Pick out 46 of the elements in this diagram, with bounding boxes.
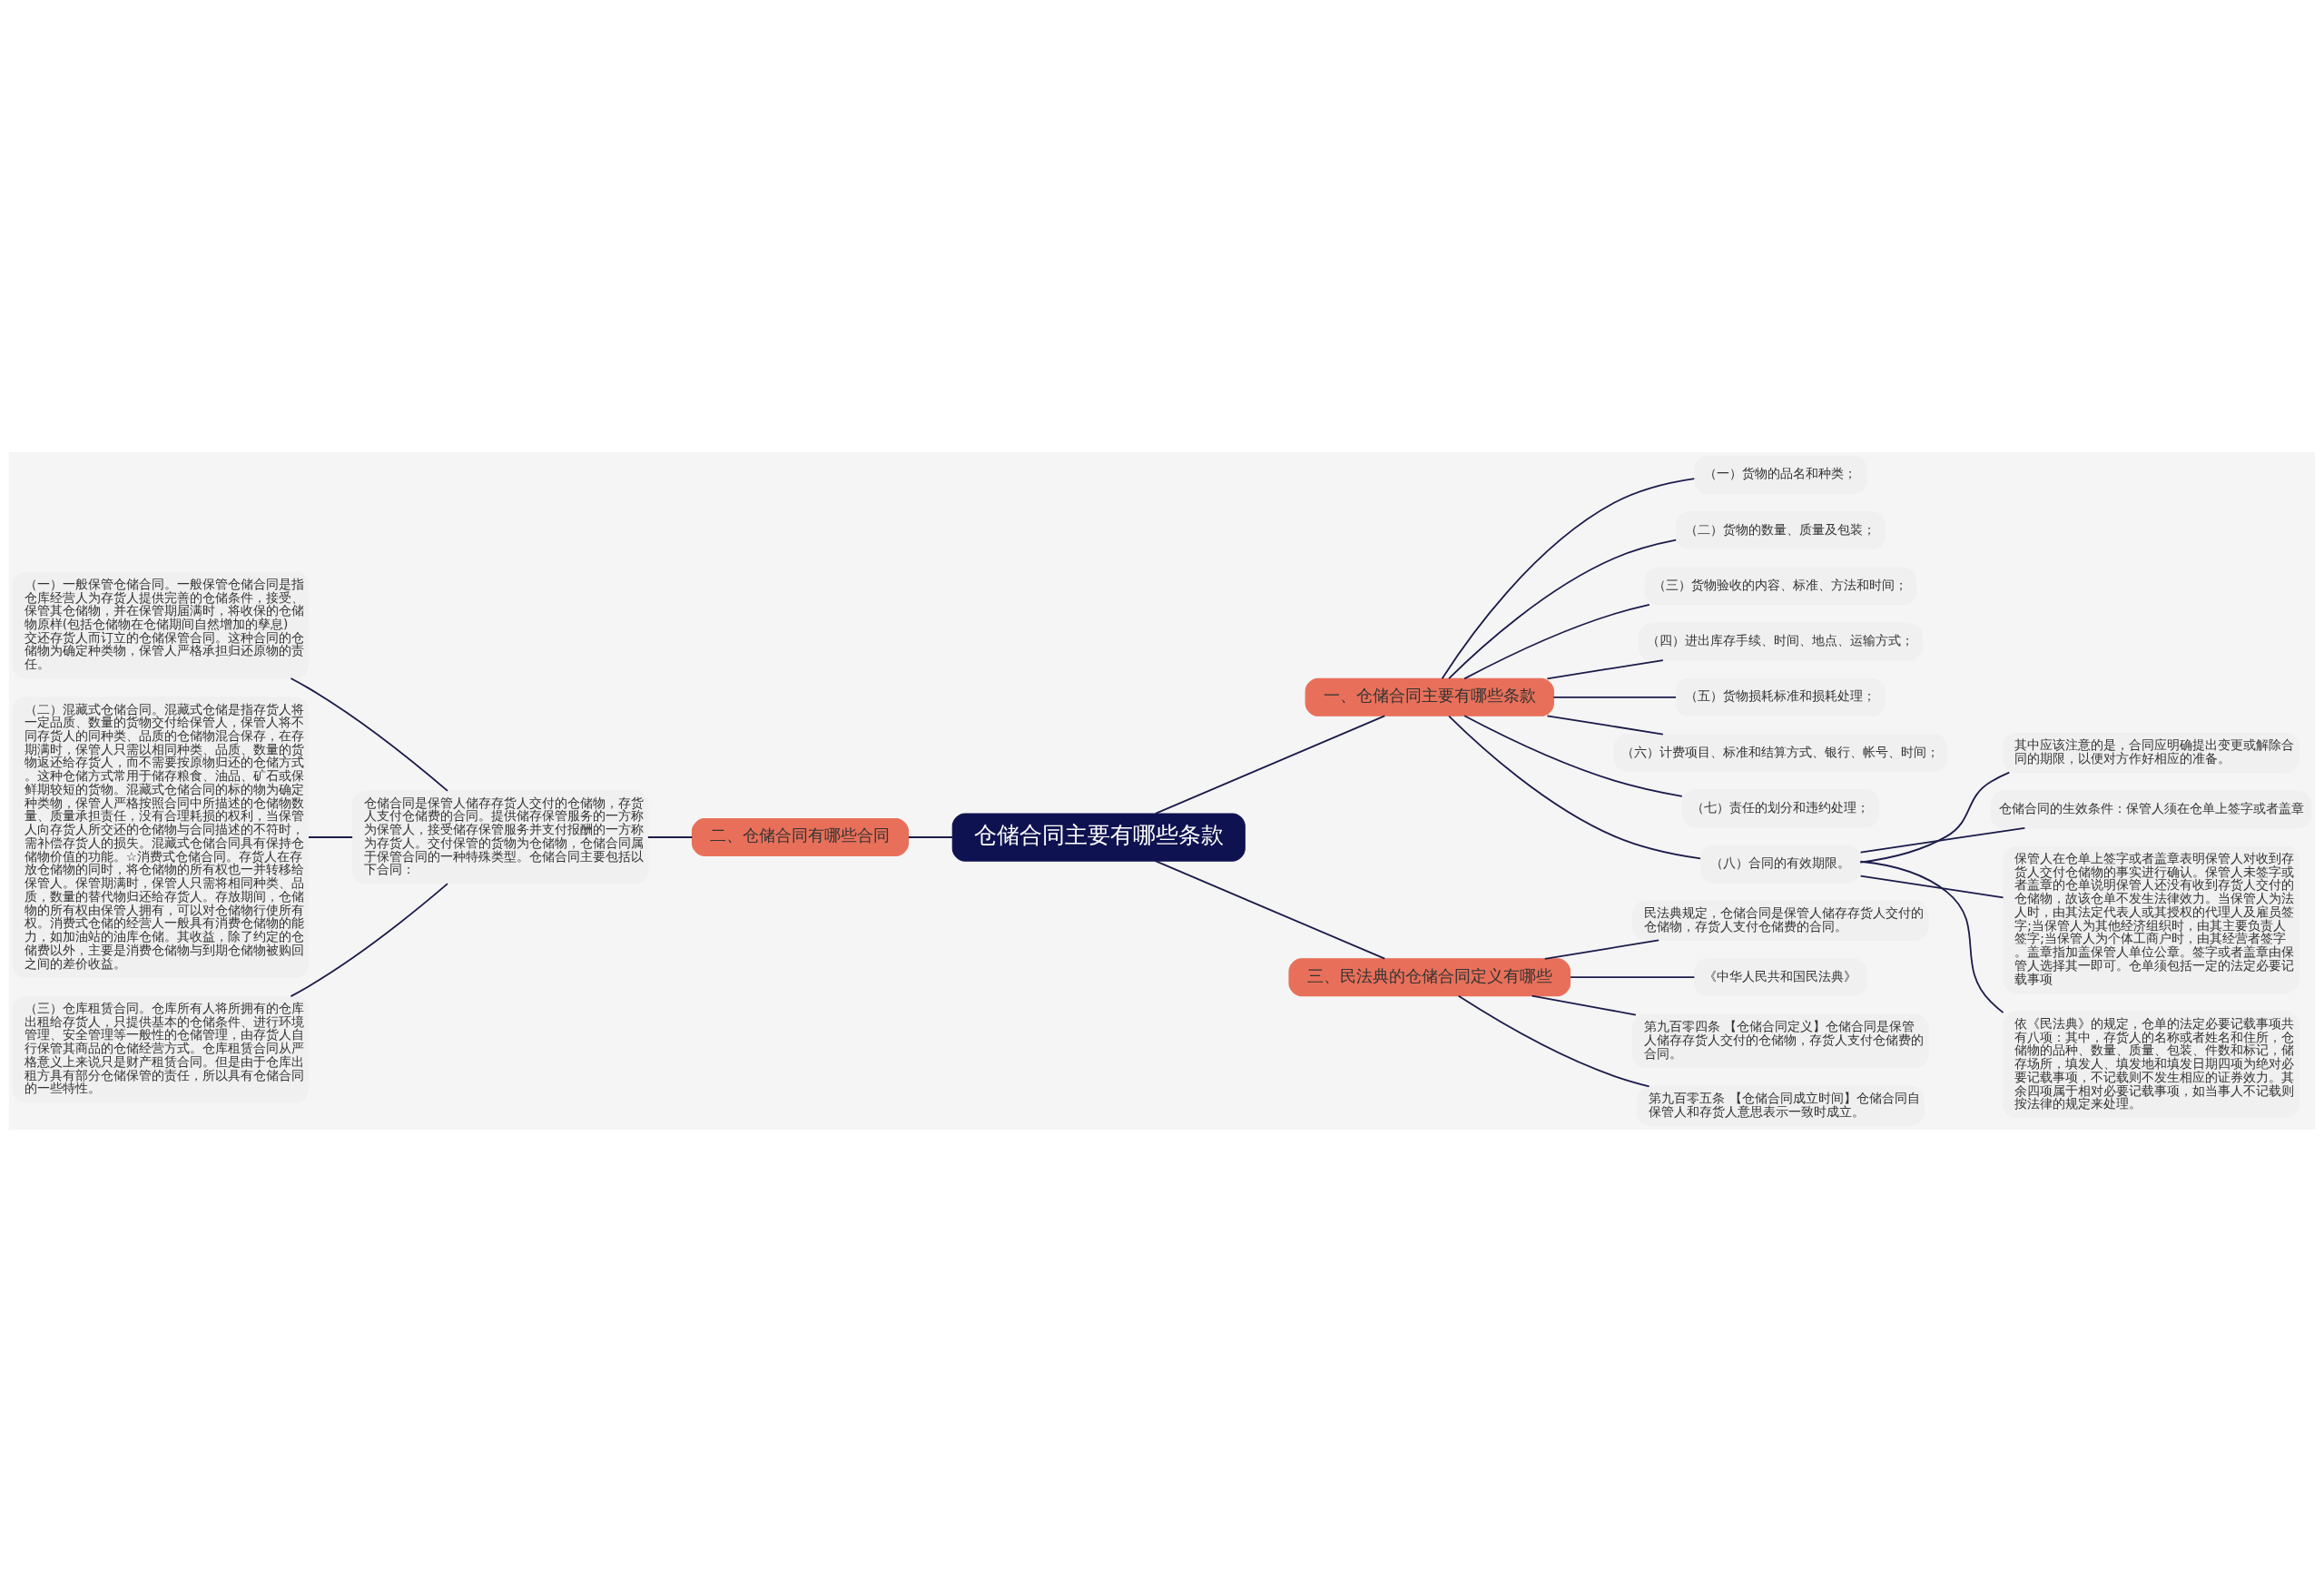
node-text: 第九百零四条 【仓储合同定义】仓储合同是保管人储存存货人交付的仓储物，存货人支付仓储费的合同。 xyxy=(1644,1018,1925,1061)
node-text: 仓储合同是保管人储存存货人交付的仓储物，存货人支付仓储费的合同。提供储存保管服务的一方称为保管人，接受储存保管服务并支付报酬的一方称为存货人。交付保管的货物为仓储物，仓储合同属于保管合同的一种特殊类型。仓储合同主要包括以下合同： xyxy=(363,795,644,876)
node-text: （六）计费项目、标准和结算方式、银行、帐号、时间； xyxy=(1621,744,1940,759)
node-text: （七）责任的划分和违约处理； xyxy=(1691,799,1870,815)
connector xyxy=(290,882,448,997)
connector xyxy=(1457,994,1650,1087)
node-text: 民法典规定，仓储合同是保管人储存存货人交付的仓储物，存货人支付仓储费的合同。 xyxy=(1644,904,1925,934)
connector xyxy=(1448,539,1678,679)
connector xyxy=(1546,714,1664,735)
node-text: 保管人在仓单上签字或者盖章表明保管人对收到存货人交付仓储物的事实进行确认。保管人未签字或者盖章的仓单说明保管人还没有收到存货人交付的仓储物，故该仓单不发生法律效力。当保管人为法人时，由其法定代表人或其授权的代理人及雇员签字;当保管人为其他经济组织时，由其主要负责人签字;当保管人为个体工商户时，由其经营者签字。盖章指加盖保管人单位公章。签字或者盖章由保管人选择其一即可。仓单须包括一定的法定必要记载事项 xyxy=(2014,850,2295,986)
connector xyxy=(1448,715,1702,859)
node-box: 三、民法典的仓储合同定义有哪些 xyxy=(1288,957,1571,996)
node-text: （二）混藏式仓储合同。混藏式仓储是指存货人将一定品质、数量的货物交付给保管人，保管人将不同存货人的同种类、品质的仓储物混合保存，在存期满时，保管人只需以相同种类、品质、数量的货物返还给存货人，而不需要按原物归还的仓储方式。这种仓储方式常用于储存粮食、油品、矿石或保鲜期较短的货物。混藏式仓储合同的标的物为确定种类物，保管人严格按照合同中所描述的仓储物数量、质量承担责任，没有合理耗损的权利，当保管人向存货人所交还的仓储物与合同描述的不符时，需补偿存货人的损失。混藏式仓储合同具有保持仓储物价值的功能。☆消费式仓储合同。存货人在存放仓储物的同时，将仓储物的所有权也一并转移给保管人。保管期满时，保管人只需将相同种类、品质，数量的替代物归还给存货人。存放期间，仓储物的所有权由保管人拥有，可以对仓储物行使所有权。消费式仓储的经营人一般具有消费仓储物的能力，如加油站的油库仓储。其收益，除了约定的仓储费以外，主要是消费仓储物与到期仓储物被购回之间的差价收益。 xyxy=(24,701,304,971)
node-text: （一）一般保管仓储合同。一般保管仓储合同是指仓库经营人为存货人提供完善的仓储条件，接受、保管其仓储物，并在保管期届满时，将收保的仓储物原样(包括仓储物在仓储期间自然增加的孳息)交还存货人而订立的仓储保管合同。这种合同的仓储物为确定种类物，保管人严格承担归还原物的责任。 xyxy=(24,576,304,671)
node-text: （二）货物的数量、质量及包装； xyxy=(1685,521,1876,537)
node-box: 二、仓储合同有哪些合同 xyxy=(691,817,910,856)
connector xyxy=(1859,874,2004,898)
connector xyxy=(308,835,354,838)
node-text: （五）货物损耗标准和损耗处理； xyxy=(1685,687,1876,703)
connector xyxy=(1546,658,1664,679)
connector xyxy=(290,677,448,792)
node-box: 一、仓储合同主要有哪些条款 xyxy=(1305,677,1554,716)
node-text: 其中应该注意的是，合同应明确提出变更或解除合同的期限，以便对方作好相应的准备。 xyxy=(2014,736,2295,766)
connector xyxy=(1154,859,1386,959)
connector xyxy=(1531,994,1637,1015)
connector xyxy=(1859,860,2004,1013)
connector xyxy=(1543,939,1660,960)
connector xyxy=(1463,603,1650,679)
connector xyxy=(646,835,694,838)
node-text: （四）进出库存手续、时间、地点、运输方式； xyxy=(1647,632,1915,647)
connector xyxy=(1859,826,2026,853)
node-text: （一）货物的品名和种类； xyxy=(1704,465,1857,480)
node-text: 第九百零五条 【仓储合同成立时间】仓储合同自保管人和存货人意思表示一致时成立。 xyxy=(1649,1090,1920,1119)
node-text: 《中华人民共和国民法典》 xyxy=(1704,968,1857,983)
connector xyxy=(1154,715,1386,815)
node-text: （三）货物验收的内容、标准、方法和时间； xyxy=(1653,577,1908,592)
node-text: 仓储合同的生效条件：保管人须在仓单上签字或者盖章 xyxy=(1998,800,2304,815)
connector xyxy=(1441,477,1696,679)
connector xyxy=(1570,975,1696,978)
node-text: （八）合同的有效期限。 xyxy=(1710,855,1851,870)
node-text: 依《民法典》的规定，仓单的法定必要记载事项共有八项：其中，存货人的名称或者姓名和住所，仓储物的品种、数量、质量、包装、件数和标记，储存场所，填发人、填发地和填发日期四项为绝对必要记载事项，不记载则不发生相应的证券效力。其余四项属于相对必要记载事项，如当事人不记载则按法律的规定来处理。 xyxy=(2014,1015,2295,1111)
node-text: （三）仓库租赁合同。仓库所有人将所拥有的仓库出租给存货人，只提供基本的仓储条件、进行环境管理、安全管理等一般性的仓储管理，由存货人自行保管其商品的仓储经营方式。仓库租赁合同从严格意义上来说只是财产租赁合同。但是由于仓库出租方具有部分仓储保管的责任，所以具有仓储合同的一些特性。 xyxy=(24,1000,304,1095)
node-box: 仓储合同主要有哪些条款 xyxy=(951,812,1246,862)
connector xyxy=(908,835,954,838)
connector xyxy=(1552,696,1677,698)
connector xyxy=(1463,714,1683,797)
